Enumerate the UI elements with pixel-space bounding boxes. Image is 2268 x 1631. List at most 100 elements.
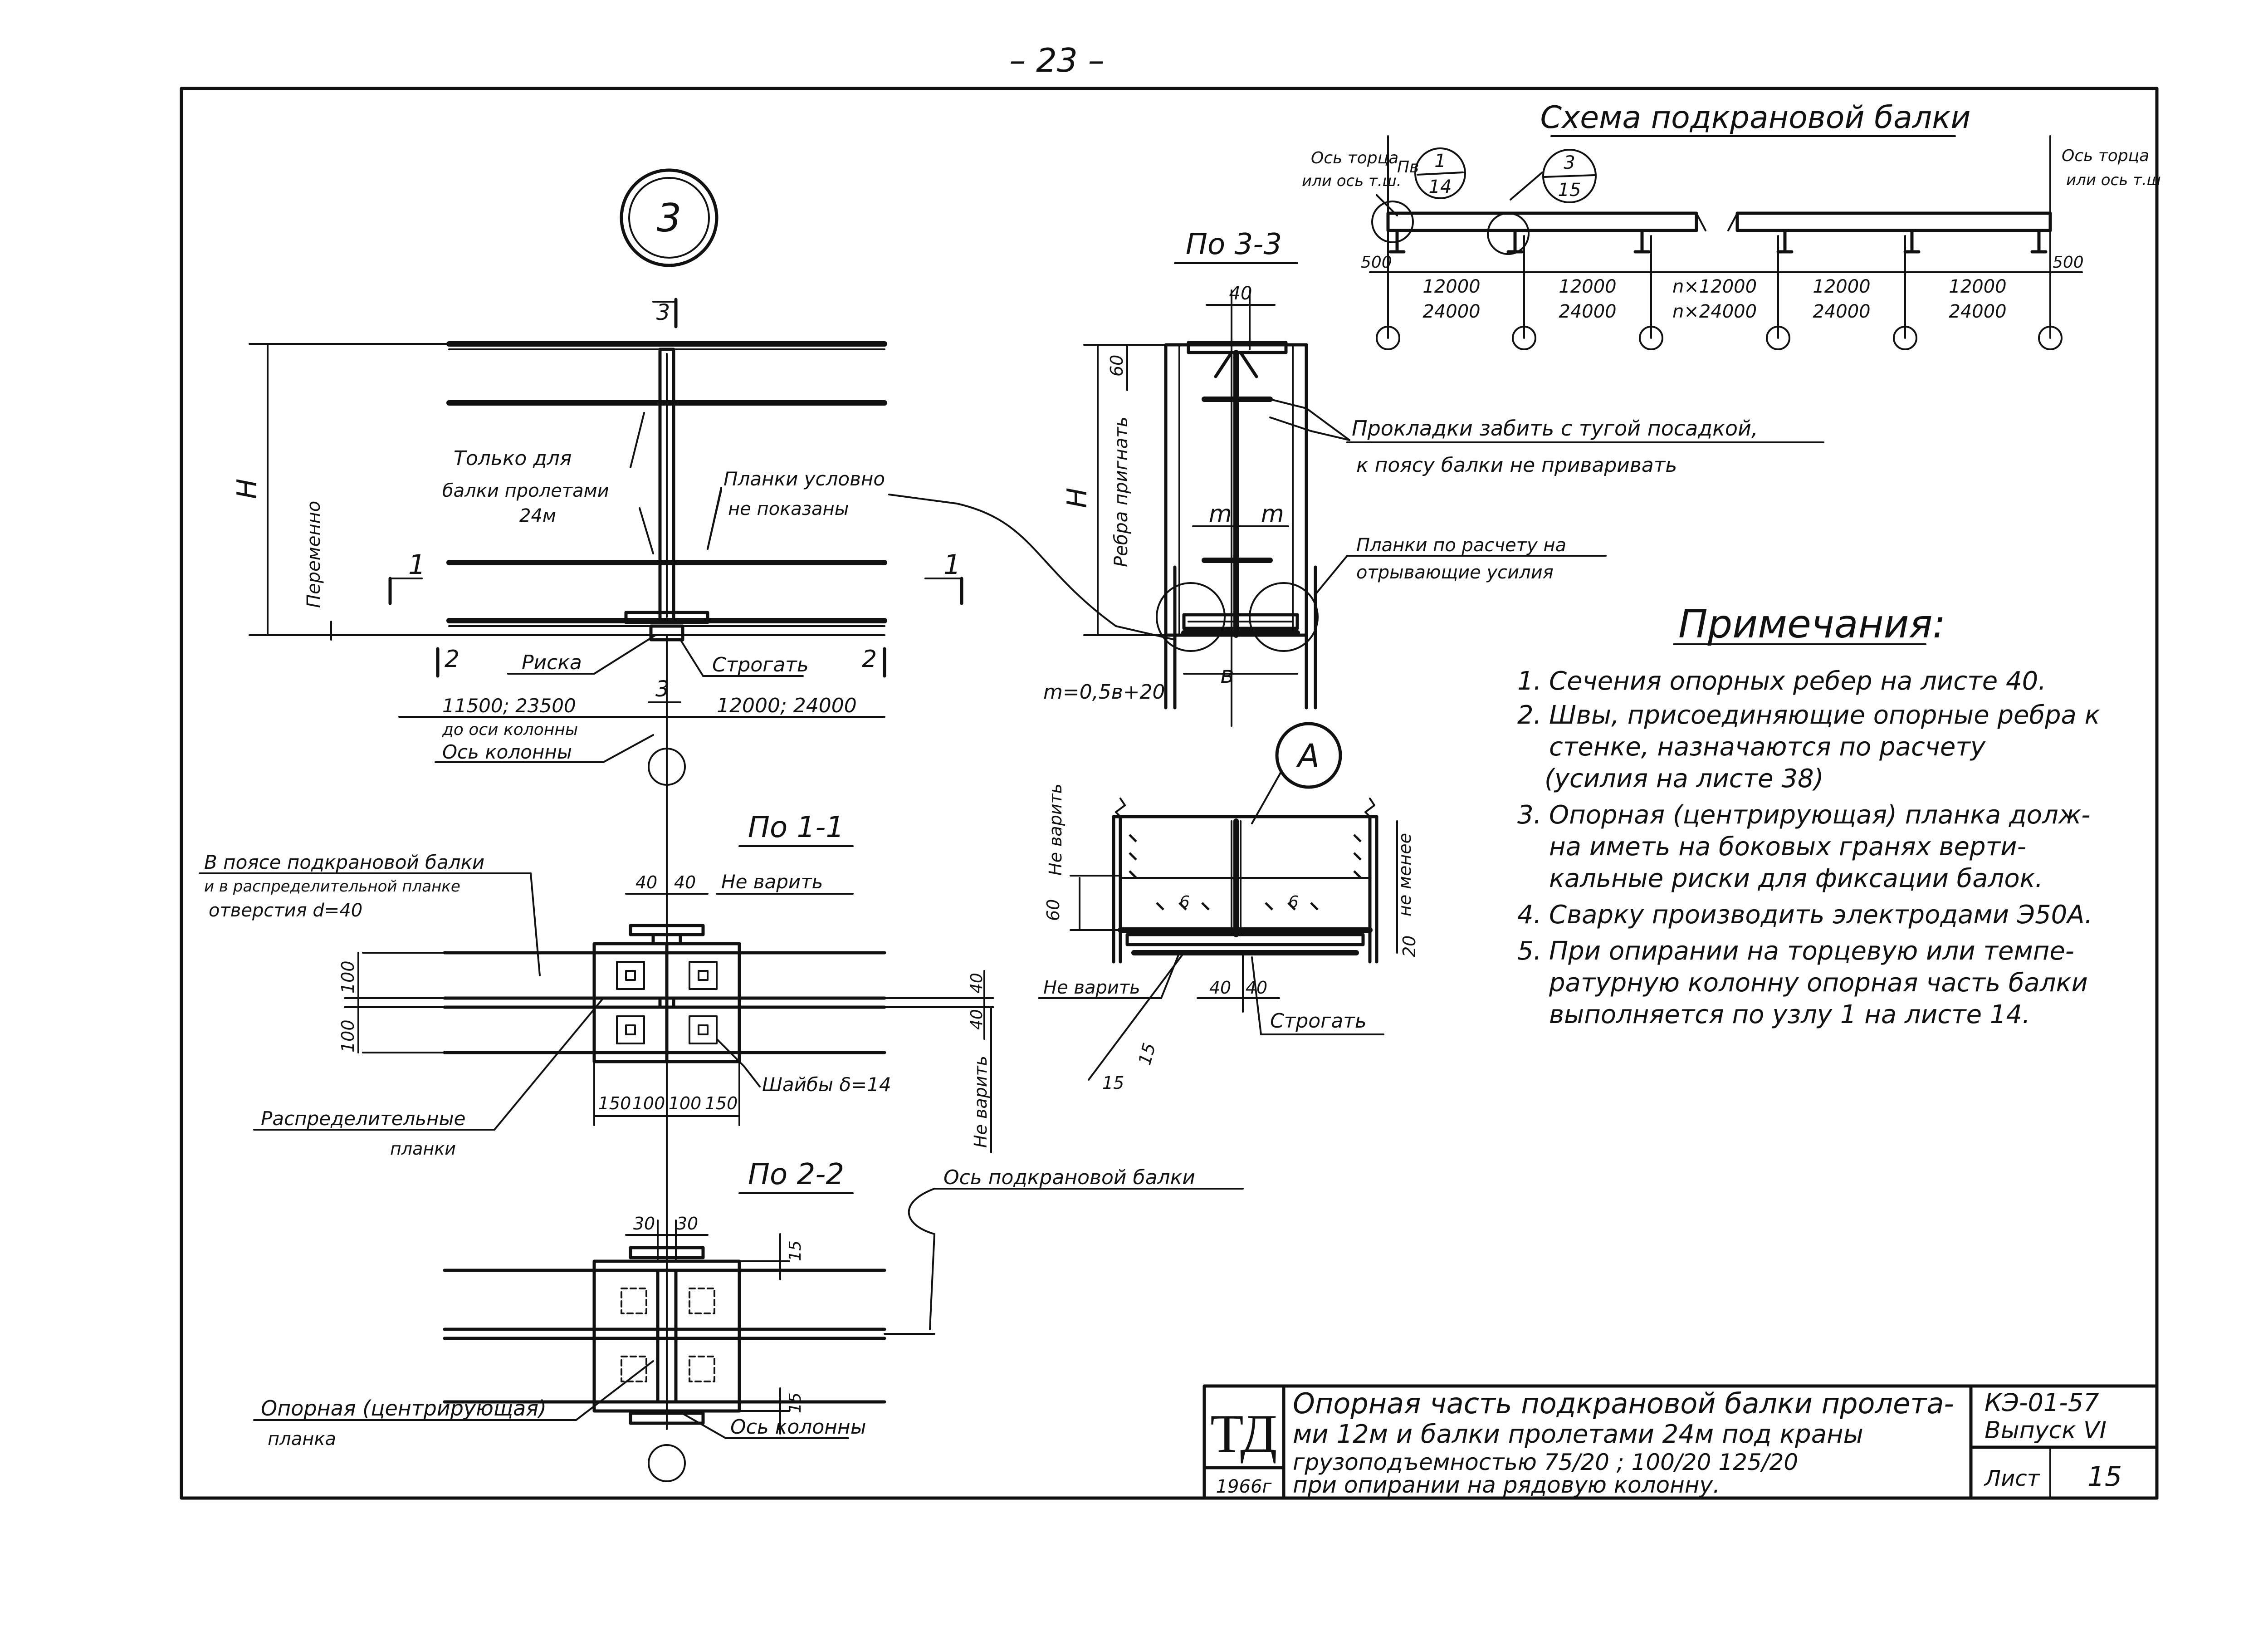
- title-code: КЭ-01-57: [1984, 1388, 2099, 1417]
- label-strogat: Строгать: [712, 653, 809, 676]
- s11-washers: Шайбы δ=14: [762, 1073, 891, 1096]
- s11-dim-100a: 100: [338, 960, 358, 994]
- span-bottom-4: 24000: [1813, 301, 1870, 322]
- dim-left-2: до оси колонны: [442, 720, 578, 739]
- note-3-n: 3.: [1517, 800, 1541, 830]
- note-shims-2: к поясу балки не приваривать: [1356, 454, 1677, 477]
- s22-column-axis: Ось колонны: [730, 1415, 866, 1439]
- callout-3-15-top: 3: [1564, 152, 1575, 173]
- section-33-dim-60: 60: [1107, 355, 1127, 377]
- scheme-end-axis-left-1: Ось торца: [1311, 149, 1398, 167]
- note-1-n: 1.: [1517, 666, 1541, 696]
- section-2-2: По 2-2 30 30 15 15 Ось подкрановой балки: [253, 1158, 1244, 1482]
- s11-bottom-150a: 150: [598, 1093, 631, 1113]
- callout-circle-3: [620, 168, 719, 267]
- column-axis-label: Ось колонны: [442, 741, 572, 763]
- section-33-m1: m: [1209, 500, 1232, 528]
- detail-a-ne-varit-left: Не варить: [1046, 784, 1066, 876]
- s11-dim-40b: 40: [674, 872, 696, 892]
- section-mark-1-right: 1: [943, 549, 961, 581]
- s11-ne-varit: Не варить: [721, 871, 823, 893]
- note-only-for-1: Только для: [454, 447, 572, 470]
- span-bottom-5: 24000: [1949, 301, 2006, 322]
- s11-dist-plates-2: планки: [390, 1139, 456, 1159]
- span-top-2: 12000: [1559, 276, 1616, 297]
- s11-ne-varit-side: Не варить: [971, 1056, 991, 1148]
- detail-a-label: А: [1296, 737, 1320, 774]
- scheme-dim-right: 500: [2053, 253, 2084, 272]
- span-top-3: n×12000: [1672, 276, 1757, 297]
- s22-dim-15a: 15: [786, 1240, 805, 1261]
- callout-1-14: [1414, 147, 1466, 199]
- notes-block: Примечания: 1. Сечения опорных ребер на …: [1517, 602, 2100, 1029]
- detail-a-dim-6b: 6: [1288, 893, 1299, 911]
- note-shims-1: Прокладки забить с тугой посадкой,: [1352, 416, 1758, 441]
- span-bottom-2: 24000: [1559, 301, 1616, 322]
- notes-title: Примечания:: [1678, 602, 1945, 647]
- note-plates-1: Планки условно: [723, 468, 885, 490]
- callout-3-15-bottom: 15: [1558, 180, 1581, 201]
- detail-a-strogat: Строгать: [1270, 1009, 1367, 1033]
- s11-bottom-100b: 100: [669, 1093, 702, 1113]
- elevation-variable: Переменно: [303, 501, 324, 608]
- section-3-3: По 3-3 40 60 H Ребра пригнать m: [888, 228, 1824, 727]
- section-33-b: в: [1220, 661, 1234, 689]
- note-holes-2: и в распределительной планке: [204, 877, 460, 896]
- note-4-line-1: Сварку производить электродами Э50А.: [1549, 900, 2092, 930]
- title-issue: Выпуск VI: [1984, 1417, 2107, 1444]
- title-desc-1: Опорная часть подкрановой балки пролета-: [1293, 1387, 1954, 1420]
- beam-elevation: 3 3 H Переменно Только для балки пролета…: [231, 168, 963, 786]
- s11-dist-plates-1: Распределительные: [261, 1107, 466, 1130]
- note-2-n: 2.: [1517, 700, 1541, 730]
- sheet-border: [180, 87, 2159, 1500]
- scheme-title: Схема подкрановой балки: [1540, 100, 1970, 136]
- detail-a-circle: [1275, 722, 1342, 789]
- section-33-ribs: Ребра пригнать: [1111, 416, 1132, 567]
- span-top-5: 12000: [1949, 276, 2006, 297]
- section-1-1: По 1-1 В поясе подкрановой балки и в рас…: [199, 720, 994, 1430]
- note-5-line-1: При опирании на торцевую или темпе-: [1549, 936, 2074, 966]
- s22-support-plate-1: Опорная (центрирующая): [261, 1396, 547, 1420]
- beam-scheme: Схема подкрановой балки Ось торца или ос…: [1302, 100, 2161, 350]
- note-holes-3: отверстия d=40: [209, 900, 362, 921]
- detail-a-ne-menee: не менее: [1395, 833, 1415, 916]
- note-plates-2: не показаны: [728, 499, 849, 519]
- s11-dim-40a: 40: [635, 872, 657, 892]
- section-33-H: H: [1061, 488, 1093, 508]
- s22-dim-30b: 30: [676, 1214, 698, 1234]
- detail-a-dim-15a: 15: [1102, 1073, 1124, 1093]
- section-mark-2-right: 2: [862, 646, 877, 673]
- title-desc-4: при опирании на рядовую колонну.: [1293, 1472, 1720, 1498]
- span-bottom-3: n×24000: [1672, 301, 1757, 322]
- note-only-for-2: балки пролетами: [442, 480, 609, 501]
- s22-support-plate-2: планка: [268, 1429, 336, 1450]
- s11-dim-40c: 40: [968, 973, 986, 994]
- note-plates-33-2: отрывающие усилия: [1356, 562, 1554, 583]
- callout-3-15: [1542, 149, 1597, 203]
- section-33-m2: m: [1261, 500, 1284, 528]
- detail-a-dim-20: 20: [1399, 935, 1419, 957]
- elevation-H: H: [231, 479, 263, 499]
- title-desc-3: грузоподъемностью 75/20 ; 100/20 125/20: [1293, 1449, 1798, 1475]
- s22-dim-15b: 15: [786, 1392, 805, 1413]
- callout-1-14-bottom: 14: [1429, 176, 1452, 197]
- detail-a-dim-40a: 40: [1209, 978, 1231, 998]
- label-riska: Риска: [522, 651, 582, 674]
- note-1-line-1: Сечения опорных ребер на листе 40.: [1549, 666, 2046, 696]
- dim-left-1: 11500; 23500: [442, 695, 576, 717]
- note-2-line-3: (усилия на листе 38): [1545, 764, 1824, 793]
- scheme-end-axis-left-2: или ось т.ш.: [1302, 172, 1402, 190]
- section-11-title: По 1-1: [748, 811, 844, 844]
- scheme-dim-left: 500: [1361, 253, 1392, 272]
- detail-a: А Не варить не менее 60 20 6: [1038, 722, 1419, 1093]
- span-top-1: 12000: [1422, 276, 1480, 297]
- note-2-line-1: Швы, присоединяющие опорные ребра к: [1549, 700, 2100, 730]
- note-holes-1: В поясе подкрановой балки: [204, 851, 484, 873]
- section-33-title: По 3-3: [1186, 228, 1282, 261]
- section-mark-1-left: 1: [408, 549, 425, 581]
- title-block: ТД 1966г Опорная часть подкрановой балки…: [1202, 1384, 2159, 1500]
- title-sheet-label: Лист: [1984, 1466, 2041, 1491]
- note-4-n: 4.: [1517, 900, 1541, 930]
- page-number: – 23 –: [1009, 41, 1104, 79]
